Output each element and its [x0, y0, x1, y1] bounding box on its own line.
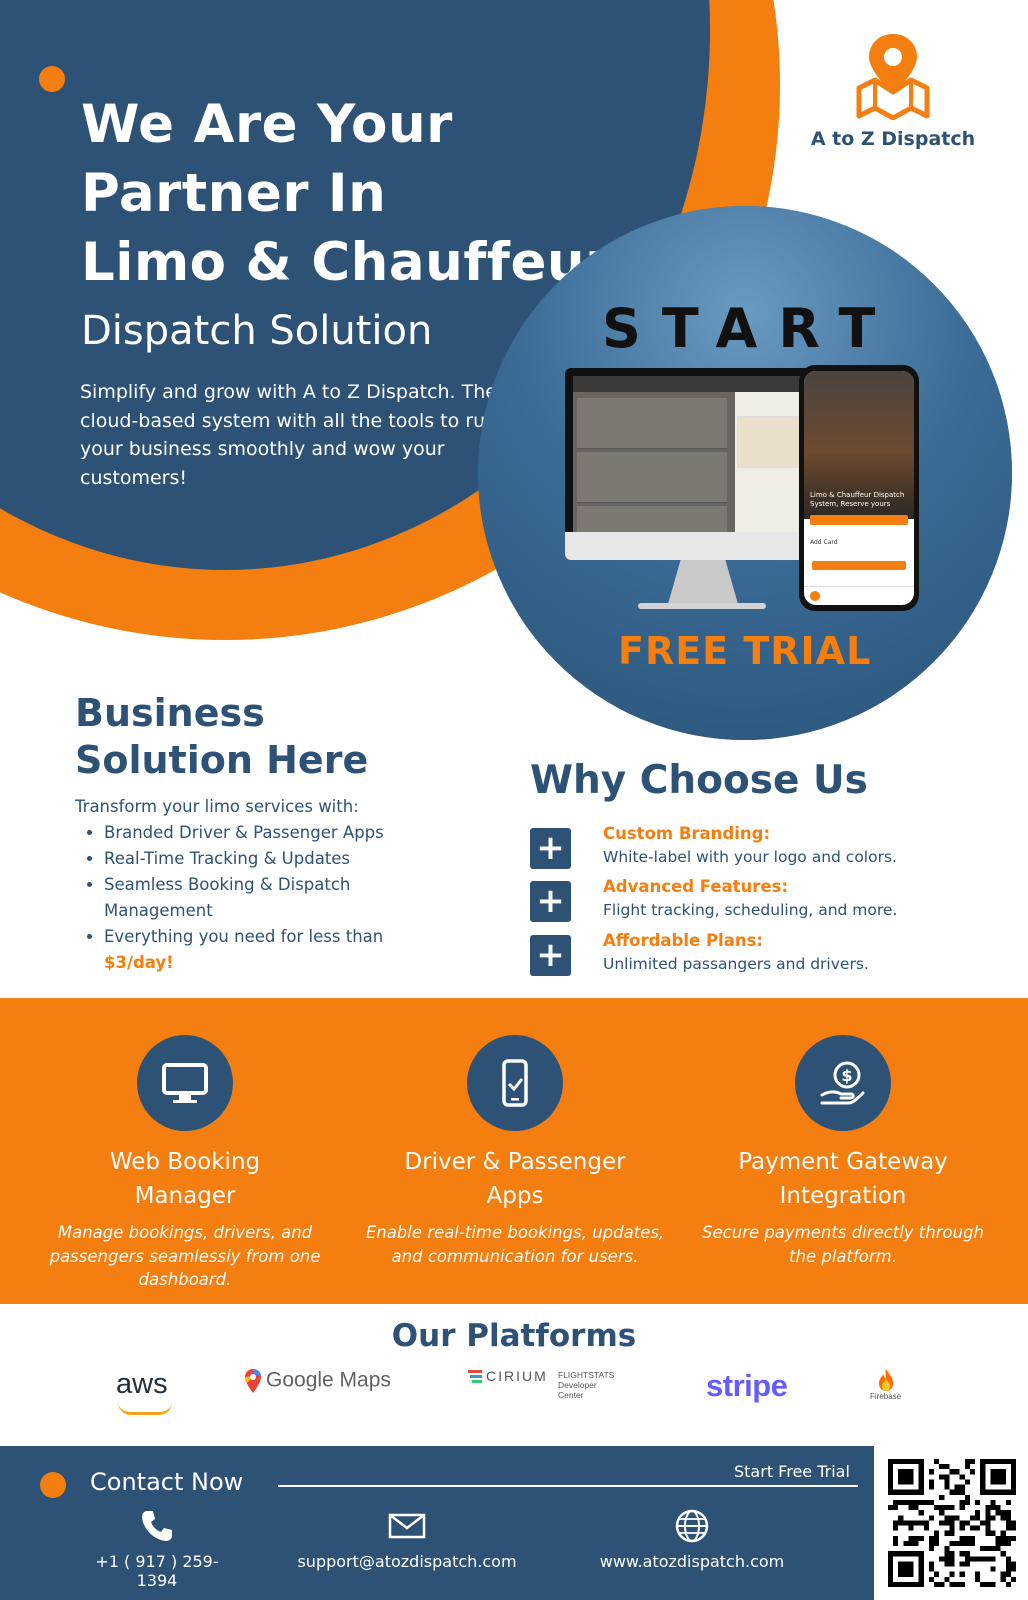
- business-title: Business Solution Here: [75, 690, 368, 784]
- brand-name: A to Z Dispatch: [810, 128, 976, 150]
- hand-dollar-icon: $: [795, 1035, 891, 1131]
- why-heading: Affordable Plans:: [603, 931, 764, 950]
- feature-text: Enable real-time bookings, updates, and …: [365, 1223, 665, 1266]
- business-list: Branded Driver & Passenger Apps Real-Tim…: [80, 820, 454, 976]
- feature-text: Manage bookings, drivers, and passengers…: [49, 1223, 321, 1289]
- why-item-features: + Advanced Features: Flight tracking, sc…: [530, 877, 1000, 923]
- hero-title-line-2: Partner In: [81, 163, 387, 224]
- hero-title-line-1: We Are Your: [81, 94, 453, 155]
- stripe-logo: stripe: [706, 1368, 788, 1403]
- map-pin-icon: [245, 1369, 261, 1393]
- why-text: Unlimited passangers and drivers.: [603, 955, 869, 973]
- desktop-mockup: [565, 368, 827, 560]
- hero-description: Simplify and grow with A to Z Dispatch. …: [80, 381, 498, 489]
- feature-text: Secure payments directly through the pla…: [702, 1223, 984, 1266]
- aws-logo: aws: [116, 1368, 172, 1416]
- plus-icon: +: [530, 828, 571, 869]
- list-item: Real-Time Tracking & Updates: [104, 846, 454, 872]
- brand-logo: A to Z Dispatch: [808, 30, 978, 150]
- hero-title-line-4: Dispatch Solution: [81, 308, 433, 354]
- firebase-logo: Firebase: [870, 1368, 901, 1416]
- contact-title: Contact Now: [90, 1468, 244, 1496]
- svg-text:$: $: [841, 1066, 852, 1085]
- why-heading: Custom Branding:: [603, 824, 771, 843]
- google-maps-logo: Google Maps: [244, 1368, 391, 1416]
- phone-icon: [142, 1511, 172, 1541]
- contact-phone[interactable]: +1 ( 917 ) 259-1394: [82, 1508, 232, 1590]
- free-trial-label[interactable]: FREE TRIAL: [618, 629, 872, 673]
- why-item-branding: + Custom Branding: White-label with your…: [530, 824, 1000, 870]
- why-heading: Advanced Features:: [603, 877, 789, 896]
- cirium-mark-icon: [468, 1370, 482, 1384]
- business-title-line-2: Solution Here: [75, 738, 369, 782]
- why-text: White-label with your logo and colors.: [603, 848, 897, 866]
- start-label: START: [602, 297, 897, 360]
- list-item: Everything you need for less than$3/day!: [104, 924, 454, 976]
- contact-bar: Contact Now Start Free Trial +1 ( 917 ) …: [0, 1446, 874, 1600]
- why-text: Flight tracking, scheduling, and more.: [603, 901, 898, 919]
- list-item: Seamless Booking & Dispatch Management: [104, 872, 454, 924]
- hero-title: We Are Your Partner In Limo & Chauffeur …: [81, 90, 612, 363]
- smartphone-check-icon: [467, 1035, 563, 1131]
- plus-icon: +: [530, 935, 571, 976]
- phone-mockup: Limo & Chauffeur Dispatch System, Reserv…: [799, 365, 919, 611]
- mail-icon: [388, 1513, 426, 1539]
- platforms-title: Our Platforms: [391, 1318, 637, 1354]
- map-pin-icon: [856, 34, 930, 120]
- why-item-plans: + Affordable Plans: Unlimited passangers…: [530, 931, 1000, 977]
- phone-caption: Limo & Chauffeur Dispatch System, Reserv…: [810, 491, 905, 508]
- orange-dot: [40, 1472, 66, 1498]
- price-text: $3/day!: [104, 953, 174, 972]
- contact-email[interactable]: support@atozdispatch.com: [282, 1508, 532, 1571]
- orange-dot: [39, 66, 65, 92]
- list-item: Branded Driver & Passenger Apps: [104, 820, 454, 846]
- divider: [278, 1485, 858, 1487]
- flame-icon: [878, 1369, 893, 1391]
- contact-website[interactable]: www.atozdispatch.com: [584, 1508, 800, 1571]
- globe-icon: [675, 1509, 709, 1543]
- business-title-line-1: Business: [75, 691, 265, 735]
- qr-code[interactable]: [876, 1446, 1028, 1600]
- business-intro: Transform your limo services with:: [75, 797, 359, 816]
- phone-card-label: Add Card: [810, 539, 838, 546]
- monitor-base: [638, 603, 766, 609]
- monitor-stand: [668, 560, 738, 604]
- plus-icon: +: [530, 881, 571, 922]
- why-title: Why Choose Us: [530, 758, 868, 803]
- start-free-trial-link[interactable]: Start Free Trial: [734, 1462, 850, 1481]
- monitor-icon: [137, 1035, 233, 1131]
